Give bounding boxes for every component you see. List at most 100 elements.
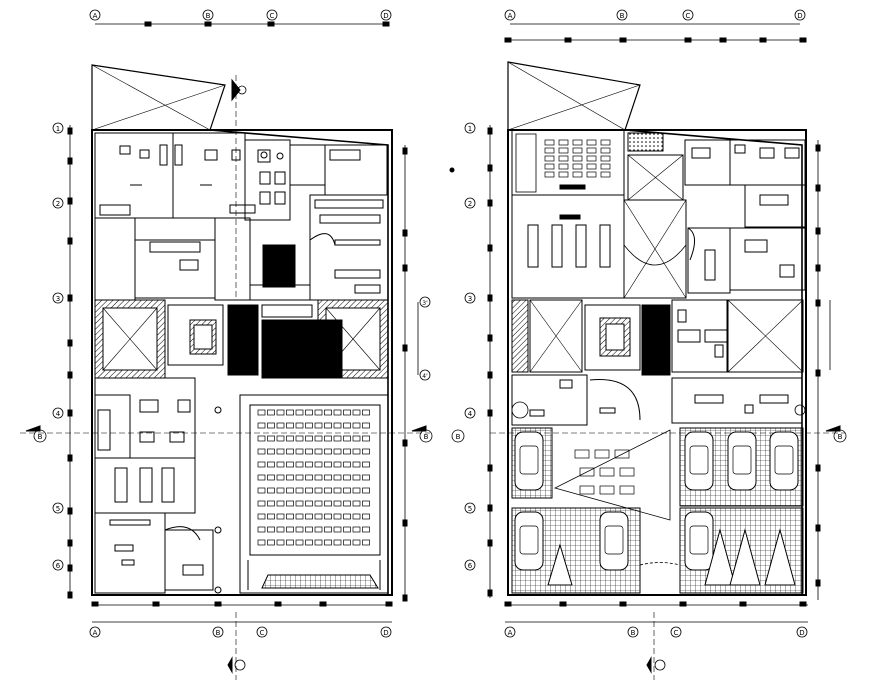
svg-text:C: C (674, 629, 679, 637)
seat (324, 500, 332, 507)
seat (333, 422, 342, 429)
seat (286, 474, 294, 481)
seat (352, 526, 361, 533)
grid-bubble-C-top (266, 9, 278, 21)
svg-text:B: B (631, 629, 636, 637)
car (684, 431, 714, 491)
seat (314, 526, 323, 533)
seat (352, 435, 361, 442)
chair (594, 449, 610, 459)
svg-text:1: 1 (468, 125, 472, 133)
car-roof (689, 445, 709, 475)
seat (314, 487, 323, 494)
desk (600, 171, 611, 178)
svg-text:2: 2 (468, 200, 472, 208)
desk (586, 155, 597, 162)
seat (295, 474, 304, 481)
seat (257, 422, 266, 429)
seat (333, 435, 342, 442)
seat (352, 500, 361, 507)
grid-bubble-A-top (89, 9, 101, 21)
svg-text:5: 5 (468, 505, 472, 513)
right-top-void (507, 61, 641, 131)
seat (295, 461, 304, 468)
seat (257, 409, 266, 416)
seat (333, 409, 342, 416)
svg-text:6: 6 (56, 562, 61, 570)
seat (324, 435, 332, 442)
desk (586, 139, 597, 146)
right-right-dimensions (815, 140, 831, 600)
seat (267, 526, 275, 533)
seat (362, 422, 370, 429)
seat (257, 435, 266, 442)
svg-text:B: B (216, 629, 221, 637)
desk (544, 171, 555, 178)
seat (324, 474, 332, 481)
auditorium-seating (257, 409, 370, 546)
right-hall-middle (511, 194, 687, 299)
left-middle-rooms (94, 194, 389, 301)
seat (267, 461, 275, 468)
desk (544, 147, 555, 154)
seat (276, 487, 285, 494)
seat (343, 409, 351, 416)
svg-text:4: 4 (468, 410, 473, 418)
seat (295, 435, 304, 442)
seat (362, 409, 370, 416)
seat (314, 409, 323, 416)
grid-label: C (270, 12, 275, 20)
svg-text:A: A (508, 12, 513, 20)
desk (558, 155, 569, 162)
seat (276, 448, 285, 455)
left-office-block (94, 132, 388, 221)
seat (362, 539, 370, 546)
desk (586, 163, 597, 170)
seat (324, 461, 332, 468)
seat (343, 474, 351, 481)
seat (305, 539, 313, 546)
seat (286, 513, 294, 520)
seat (352, 422, 361, 429)
seat (352, 461, 361, 468)
car (727, 431, 757, 491)
seat (324, 422, 332, 429)
seat (362, 513, 370, 520)
seat (276, 500, 285, 507)
seat (362, 487, 370, 494)
seat (295, 409, 304, 416)
seat (352, 474, 361, 481)
car (599, 511, 629, 571)
right-core-row (511, 299, 804, 376)
seat (267, 448, 275, 455)
seat (295, 448, 304, 455)
seat (333, 500, 342, 507)
seat (286, 435, 294, 442)
chair (614, 449, 630, 459)
seat (324, 526, 332, 533)
car-roof (774, 445, 794, 475)
seat (286, 422, 294, 429)
seat (324, 487, 332, 494)
desk (572, 155, 583, 162)
svg-text:D: D (799, 629, 804, 637)
seat (305, 526, 313, 533)
seat (267, 513, 275, 520)
car-roof (604, 525, 624, 555)
seat (333, 448, 342, 455)
seat (286, 487, 294, 494)
seat (257, 500, 266, 507)
seat (343, 500, 351, 507)
seat (333, 539, 342, 546)
left-row-bubbles: 1 2 3 4 5 6 (52, 122, 64, 571)
chair (599, 485, 615, 495)
seat (314, 435, 323, 442)
grid-label: A (93, 12, 98, 20)
seat (305, 422, 313, 429)
chair (579, 485, 595, 495)
seat (352, 448, 361, 455)
seat (295, 539, 304, 546)
car-roof (689, 525, 709, 555)
